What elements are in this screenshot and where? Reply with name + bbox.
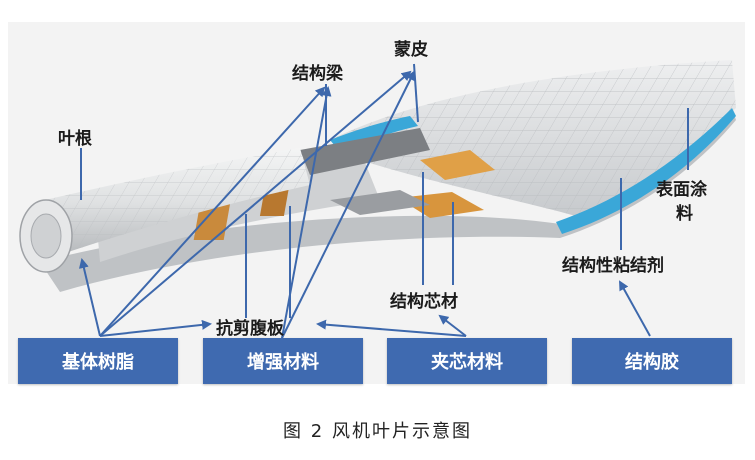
arrow-resin-web (99, 319, 212, 337)
box-structural-glue: 结构胶 (572, 338, 732, 384)
spar-flange (330, 190, 430, 215)
arrow-resin-root (78, 258, 101, 337)
label-surface-coating-line1: 表面涂 (656, 180, 707, 200)
arrow-reinf-skin (281, 70, 415, 339)
blade-root-bore (30, 213, 62, 259)
arrow-glue-adhesive (619, 280, 651, 337)
label-core-material: 结构芯材 (390, 292, 458, 312)
arrow-resin-skin (99, 70, 412, 337)
label-surface-coating-line2: 料 (676, 204, 693, 224)
spar-cap-section (300, 128, 430, 175)
blade-inner-cavity (95, 150, 380, 262)
box-core-materials: 夹芯材料 (387, 338, 547, 384)
blade-skin-tiles (330, 60, 736, 220)
label-skin: 蒙皮 (394, 40, 428, 60)
arrow-resin-spar (99, 86, 326, 337)
label-shear-web: 抗剪腹板 (216, 319, 284, 339)
blade-shell-lower (40, 108, 736, 292)
label-spar-cap: 结构梁 (292, 64, 343, 84)
arrow-core-web (316, 319, 467, 337)
figure-caption: 图 2 风机叶片示意图 (283, 421, 472, 442)
core-material-upper (420, 150, 495, 180)
arrow-reinf-spar (281, 86, 332, 339)
arrow-core-core (438, 314, 467, 337)
adhesive-stripe (556, 108, 736, 234)
pointer-lines (78, 63, 689, 339)
box-reinforcement: 增强材料 (203, 338, 363, 384)
box-matrix-resin: 基体树脂 (18, 338, 178, 384)
label-structural-adhesive: 结构性粘结剂 (562, 256, 664, 276)
core-material-lower (398, 192, 484, 218)
label-blade-root: 叶根 (58, 129, 92, 149)
